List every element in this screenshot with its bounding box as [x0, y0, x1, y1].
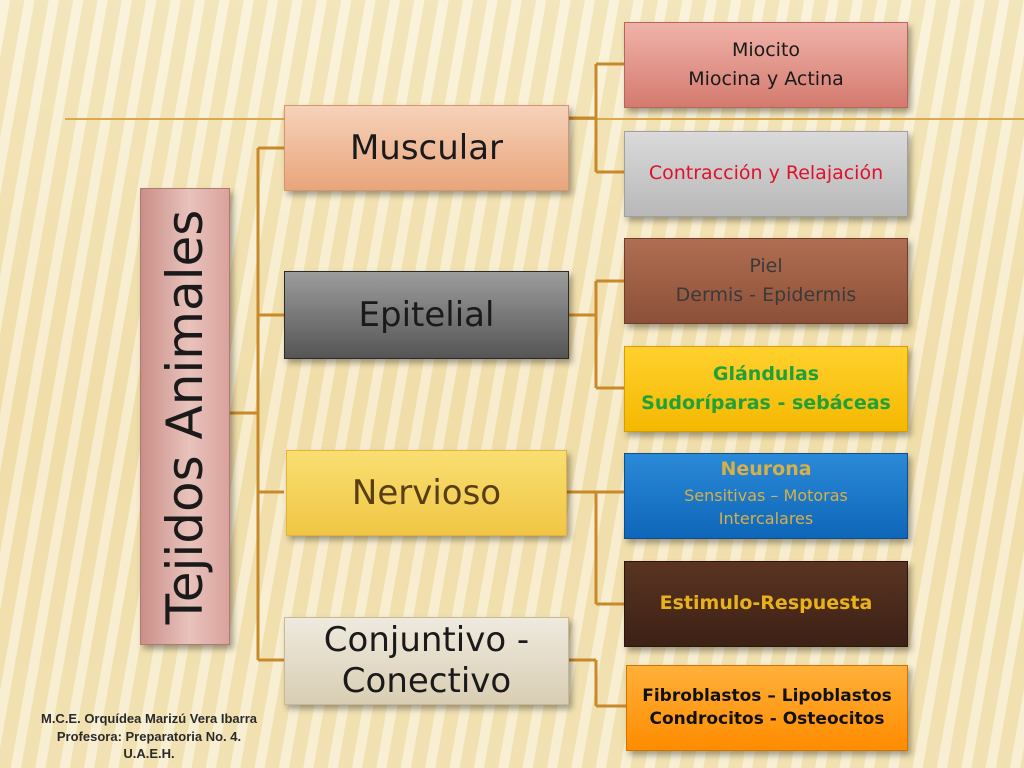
author-institution: U.A.E.H.: [123, 746, 175, 762]
category-conjuntivo: Conjuntivo - Conectivo: [284, 617, 569, 705]
category-label: Conjuntivo -: [323, 620, 530, 661]
category-muscular: Muscular: [284, 105, 569, 191]
leaf-line: Estimulo-Respuesta: [659, 592, 873, 615]
leaf-line: Piel: [749, 254, 783, 277]
root-node: Tejidos Animales: [140, 188, 230, 645]
author-credit: M.C.E. Orquídea Marizú Vera Ibarra Profe…: [18, 710, 280, 763]
leaf-line: Sensitivas – Motoras: [684, 485, 848, 505]
category-nervioso: Nervioso: [286, 450, 567, 536]
leaf-miocito: Miocito Miocina y Actina: [624, 22, 908, 108]
leaf-line: Miocito: [731, 38, 801, 61]
category-label: Nervioso: [351, 472, 502, 513]
leaf-line: Glándulas: [712, 362, 820, 385]
leaf-piel: Piel Dermis - Epidermis: [624, 238, 908, 324]
root-label: Tejidos Animales: [156, 209, 214, 624]
category-label: Muscular: [349, 127, 504, 168]
leaf-neurona: Neurona Sensitivas – Motoras Intercalare…: [624, 453, 908, 539]
leaf-glandulas: Glándulas Sudoríparas - sebáceas: [624, 346, 908, 432]
category-label-line2: Conectivo: [341, 661, 512, 701]
leaf-fibroblastos: Fibroblastos – Lipoblastos Condrocitos -…: [626, 665, 908, 751]
leaf-line: Contracción y Relajación: [648, 162, 884, 185]
author-name: M.C.E. Orquídea Marizú Vera Ibarra: [40, 711, 257, 726]
leaf-line: Sudoríparas - sebáceas: [641, 392, 891, 414]
leaf-line: Condrocitos - Osteocitos: [649, 709, 885, 729]
category-epitelial: Epitelial: [284, 271, 569, 359]
category-label: Epitelial: [358, 294, 495, 335]
leaf-line: Intercalares: [718, 508, 814, 528]
leaf-line: Dermis - Epidermis: [675, 284, 857, 306]
leaf-contraccion: Contracción y Relajación: [624, 131, 908, 217]
leaf-line: Neurona: [720, 458, 812, 481]
author-role: Profesora: Preparatoria No. 4.: [56, 728, 242, 744]
leaf-line: Fibroblastos – Lipoblastos: [642, 686, 892, 707]
leaf-line: Miocina y Actina: [688, 68, 844, 90]
leaf-estimulo: Estimulo-Respuesta: [624, 561, 908, 647]
